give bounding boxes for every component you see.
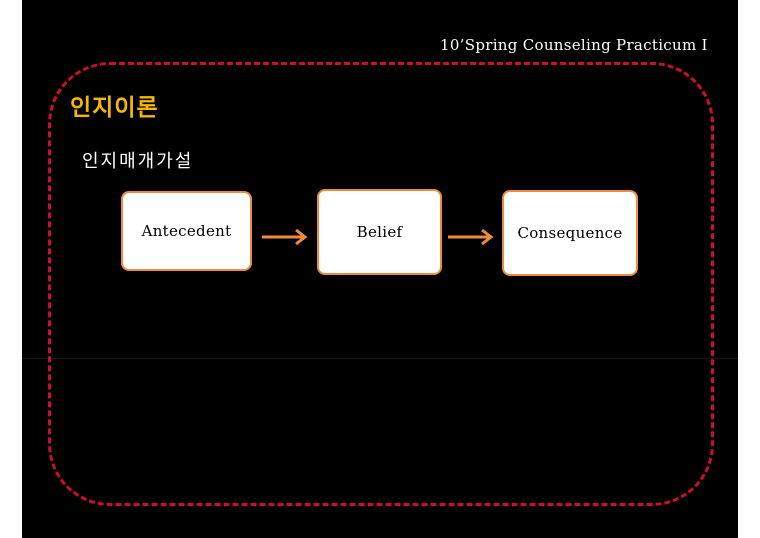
node-belief-label: Belief xyxy=(356,223,403,241)
slide: 10’Spring Counseling Practicum I 인지이론 인지… xyxy=(22,0,738,538)
dashed-frame xyxy=(48,62,714,506)
arrow-icon xyxy=(448,228,494,246)
slide-subtitle: 인지매개가설 xyxy=(82,151,194,172)
course-label: 10’Spring Counseling Practicum I xyxy=(440,36,708,54)
slide-title: 인지이론 xyxy=(70,95,159,121)
node-belief: Belief xyxy=(317,189,442,275)
arrow-icon xyxy=(262,228,308,246)
divider-line xyxy=(22,358,738,359)
node-antecedent-label: Antecedent xyxy=(141,222,232,240)
node-consequence-label: Consequence xyxy=(517,224,623,242)
node-consequence: Consequence xyxy=(502,190,638,276)
node-antecedent: Antecedent xyxy=(121,191,252,271)
